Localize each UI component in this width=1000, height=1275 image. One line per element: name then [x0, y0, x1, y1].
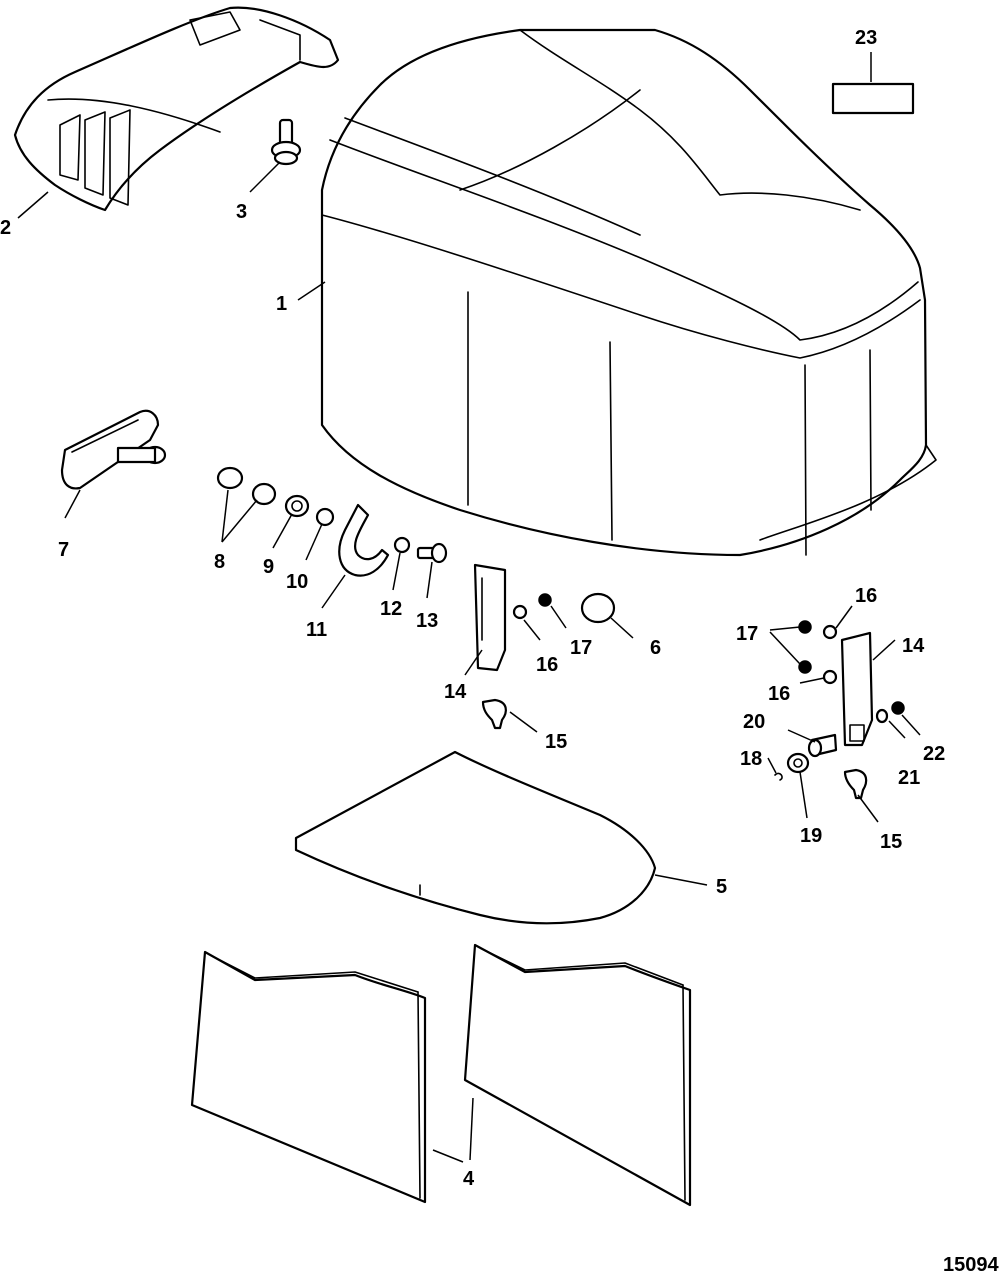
- grip-handle-part-7: [60, 409, 167, 490]
- callout-18: 18: [740, 748, 762, 770]
- washer-part-9: [284, 494, 310, 518]
- bumper-part-15-right: [843, 768, 868, 800]
- bumper-part-15-left: [481, 698, 507, 730]
- nut-part-17-left: [538, 593, 552, 607]
- side-panel-part-4-left: [190, 950, 427, 1204]
- nuts-part-17-right: [798, 620, 812, 674]
- callout-22: 22: [923, 743, 945, 765]
- nut-part-22: [891, 701, 905, 715]
- side-panel-part-4-right: [463, 943, 692, 1207]
- decal-part-23: [831, 82, 915, 115]
- callout-21: 21: [898, 767, 920, 789]
- washer-part-21: [875, 708, 889, 724]
- callout-17-left: 17: [570, 637, 592, 659]
- callout-23: 23: [855, 27, 877, 49]
- callout-12: 12: [380, 598, 402, 620]
- callout-19: 19: [800, 825, 822, 847]
- pin-part-20: [807, 733, 838, 758]
- foam-pad-part-5: [294, 750, 657, 925]
- vent-cover-part-2: [13, 6, 340, 212]
- callout-5: 5: [716, 876, 727, 898]
- callout-16-right-bottom: 16: [768, 683, 790, 705]
- callout-14-left: 14: [444, 681, 467, 703]
- bracket-part-14-left: [473, 563, 507, 672]
- callout-16-right-top: 16: [855, 585, 877, 607]
- callout-2: 2: [0, 217, 11, 239]
- callout-7: 7: [58, 539, 69, 561]
- latch-hook-part-11: [338, 503, 390, 577]
- callout-8: 8: [214, 551, 225, 573]
- callout-13: 13: [416, 610, 438, 632]
- callout-9: 9: [263, 556, 274, 578]
- callout-20: 20: [743, 711, 765, 733]
- callout-14-right: 14: [902, 635, 925, 657]
- callout-labels: 1 2 3 4 5 6 7 8 9 10 11 12 13 14 15 16 1…: [0, 27, 945, 1190]
- plug-part-6: [580, 592, 616, 624]
- top-cowl-part-1: [320, 28, 937, 557]
- callout-4: 4: [463, 1168, 475, 1190]
- washers-part-16-right: [822, 624, 838, 685]
- clip-part-18: [774, 772, 783, 781]
- callout-1: 1: [276, 293, 287, 315]
- screw-part-3: [270, 118, 302, 166]
- callout-3: 3: [236, 201, 247, 223]
- washer-part-12: [393, 536, 411, 554]
- leader-lines: [17, 52, 921, 1163]
- bracket-part-14-right: [840, 631, 874, 747]
- callout-11: 11: [306, 619, 327, 641]
- callout-6: 6: [650, 637, 661, 659]
- callout-17-right: 17: [736, 623, 758, 645]
- washer-part-10: [315, 507, 335, 527]
- callout-15-right: 15: [880, 831, 902, 853]
- bolt-part-13: [416, 542, 448, 564]
- grommets-part-8: [216, 466, 277, 506]
- figure-number: 15094: [943, 1254, 999, 1275]
- callout-10: 10: [286, 571, 308, 593]
- bushing-part-19: [786, 752, 810, 774]
- callout-15-left: 15: [545, 731, 567, 753]
- washer-part-16-left: [512, 604, 528, 620]
- callout-16-left: 16: [536, 654, 558, 676]
